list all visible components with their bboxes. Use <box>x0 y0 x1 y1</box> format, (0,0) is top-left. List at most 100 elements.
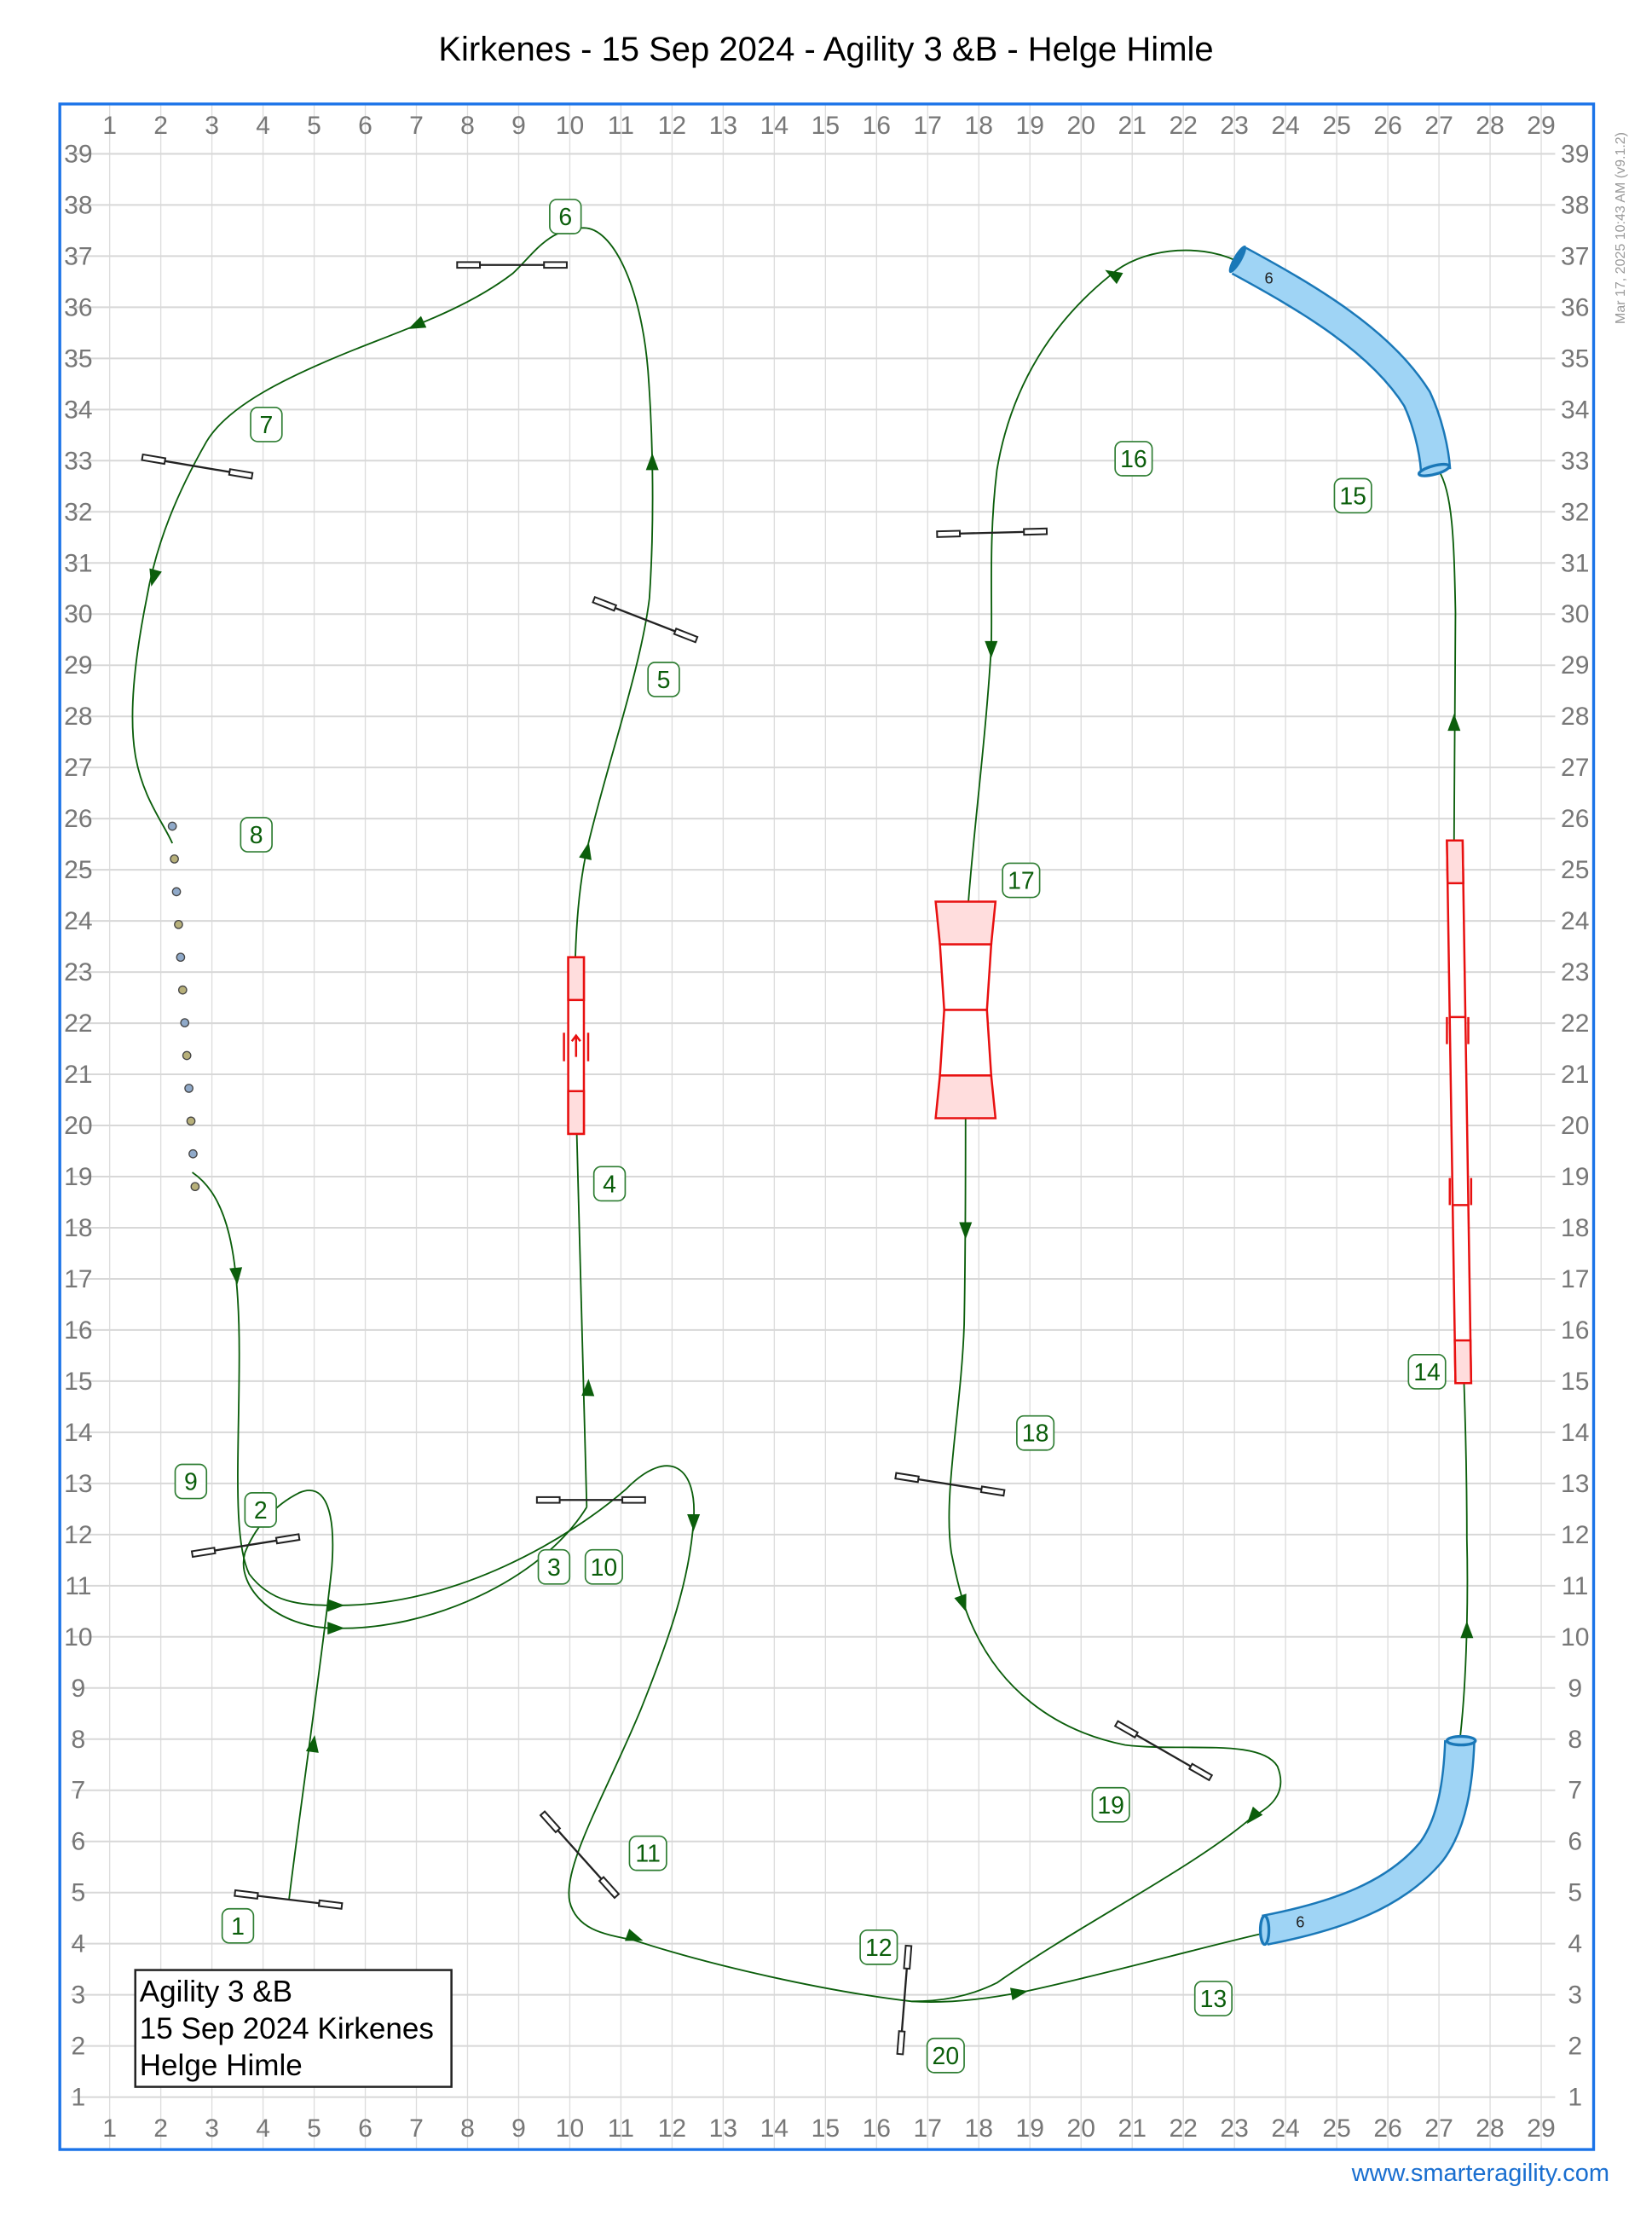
jump <box>592 595 699 644</box>
x-tick-top: 21 <box>1118 112 1146 140</box>
y-tick-left: 31 <box>64 549 92 577</box>
y-tick-left: 14 <box>64 1419 92 1447</box>
y-tick-right: 6 <box>1568 1828 1582 1856</box>
x-tick-top: 10 <box>556 112 584 140</box>
direction-arrow-icon <box>327 1599 345 1612</box>
y-tick-left: 20 <box>64 1112 92 1140</box>
y-tick-left: 21 <box>64 1061 92 1089</box>
ring-border <box>58 102 1596 2151</box>
y-tick-right: 38 <box>1561 191 1589 219</box>
x-tick-bottom: 23 <box>1220 2114 1248 2143</box>
y-tick-left: 11 <box>65 1572 91 1600</box>
tunnel-13: 6 <box>1258 1734 1477 1947</box>
axis-ticks: 1122334455667788991010111112121313141415… <box>64 112 1589 2143</box>
website-link[interactable]: www.smarteragility.com <box>1351 2160 1609 2187</box>
arrow-up-icon <box>570 1033 581 1057</box>
tunnel-15: 6 <box>1228 245 1452 477</box>
x-tick-top: 27 <box>1424 112 1453 140</box>
y-tick-right: 31 <box>1561 549 1589 577</box>
y-tick-left: 13 <box>64 1470 92 1498</box>
info-line-date-location: 15 Sep 2024 Kirkenes <box>140 2012 434 2045</box>
obstacle-number-text: 14 <box>1413 1359 1441 1386</box>
x-tick-top: 14 <box>760 112 788 140</box>
y-tick-right: 33 <box>1561 447 1589 475</box>
obstacle-number-2: 2 <box>244 1492 277 1528</box>
x-tick-bottom: 26 <box>1373 2114 1401 2143</box>
x-tick-top: 22 <box>1169 112 1197 140</box>
dogwalk <box>1446 839 1473 1385</box>
info-line-class: Agility 3 &B <box>140 1975 292 2008</box>
y-tick-left: 18 <box>64 1214 92 1242</box>
y-tick-right: 1 <box>1568 2084 1582 2112</box>
y-tick-right: 14 <box>1561 1419 1589 1447</box>
y-tick-right: 36 <box>1561 293 1589 321</box>
obstacle-number-text: 15 <box>1339 483 1366 510</box>
x-tick-bottom: 17 <box>914 2114 942 2143</box>
x-tick-bottom: 6 <box>358 2114 373 2143</box>
x-tick-bottom: 22 <box>1169 2114 1197 2143</box>
obstacle-number-text: 9 <box>184 1469 198 1496</box>
jump <box>535 1495 646 1504</box>
x-tick-top: 8 <box>460 112 475 140</box>
y-tick-left: 15 <box>64 1368 92 1396</box>
y-tick-right: 17 <box>1561 1265 1589 1293</box>
obstacle-number-4: 4 <box>592 1166 627 1202</box>
y-tick-right: 24 <box>1561 907 1589 935</box>
obstacle-number-12: 12 <box>859 1929 898 1965</box>
obstacle-number-14: 14 <box>1407 1354 1447 1390</box>
y-tick-left: 29 <box>64 651 92 680</box>
course-title: Kirkenes - 15 Sep 2024 - Agility 3 &B - … <box>438 31 1214 68</box>
y-tick-right: 20 <box>1561 1112 1589 1140</box>
y-tick-left: 17 <box>64 1265 92 1293</box>
x-tick-bottom: 9 <box>511 2114 526 2143</box>
x-tick-bottom: 7 <box>409 2114 424 2143</box>
x-tick-top: 16 <box>863 112 891 140</box>
jump <box>456 261 568 269</box>
y-tick-left: 16 <box>64 1316 92 1345</box>
x-tick-bottom: 4 <box>256 2114 270 2143</box>
x-tick-bottom: 13 <box>709 2114 737 2143</box>
obstacle-number-5: 5 <box>647 662 680 697</box>
x-tick-top: 18 <box>965 112 993 140</box>
dog-path <box>131 227 1474 2004</box>
x-tick-bottom: 14 <box>760 2114 788 2143</box>
obstacle-number-text: 18 <box>1022 1420 1049 1448</box>
x-tick-bottom: 3 <box>205 2114 219 2143</box>
y-tick-right: 37 <box>1561 242 1589 270</box>
obstacle-number-6: 6 <box>549 199 582 234</box>
obstacle-number-3: 3 <box>537 1548 571 1585</box>
y-tick-left: 36 <box>64 293 92 321</box>
y-tick-left: 27 <box>64 754 92 782</box>
y-tick-left: 35 <box>64 344 92 373</box>
y-tick-right: 7 <box>1568 1777 1582 1805</box>
x-tick-bottom: 28 <box>1476 2114 1504 2143</box>
x-tick-bottom: 19 <box>1016 2114 1044 2143</box>
obstacle-number-1: 1 <box>221 1907 255 1944</box>
weave-pole <box>182 1050 192 1061</box>
obstacle-number-text: 5 <box>657 667 671 694</box>
y-tick-right: 2 <box>1568 2033 1582 2061</box>
obstacle-number-text: 7 <box>260 412 274 439</box>
x-tick-bottom: 25 <box>1322 2114 1350 2143</box>
y-tick-right: 32 <box>1561 498 1589 526</box>
x-tick-top: 9 <box>511 112 526 140</box>
weave-poles <box>167 821 200 1192</box>
obstacle-number-19: 19 <box>1091 1786 1130 1823</box>
direction-arrow-icon <box>687 1513 701 1532</box>
weave-pole <box>167 821 177 831</box>
y-tick-left: 6 <box>72 1828 86 1856</box>
x-tick-bottom: 21 <box>1118 2114 1146 2143</box>
weave-pole <box>180 1018 190 1027</box>
jump <box>894 1472 1006 1497</box>
x-tick-top: 25 <box>1322 112 1350 140</box>
jump <box>1113 1720 1214 1782</box>
y-tick-right: 10 <box>1561 1623 1589 1652</box>
y-tick-right: 39 <box>1561 140 1589 168</box>
jumps <box>141 261 1214 2056</box>
x-tick-top: 2 <box>153 112 168 140</box>
jump <box>141 453 254 480</box>
obstacle-number-text: 19 <box>1097 1792 1124 1819</box>
x-tick-top: 13 <box>709 112 737 140</box>
y-tick-right: 35 <box>1561 344 1589 373</box>
